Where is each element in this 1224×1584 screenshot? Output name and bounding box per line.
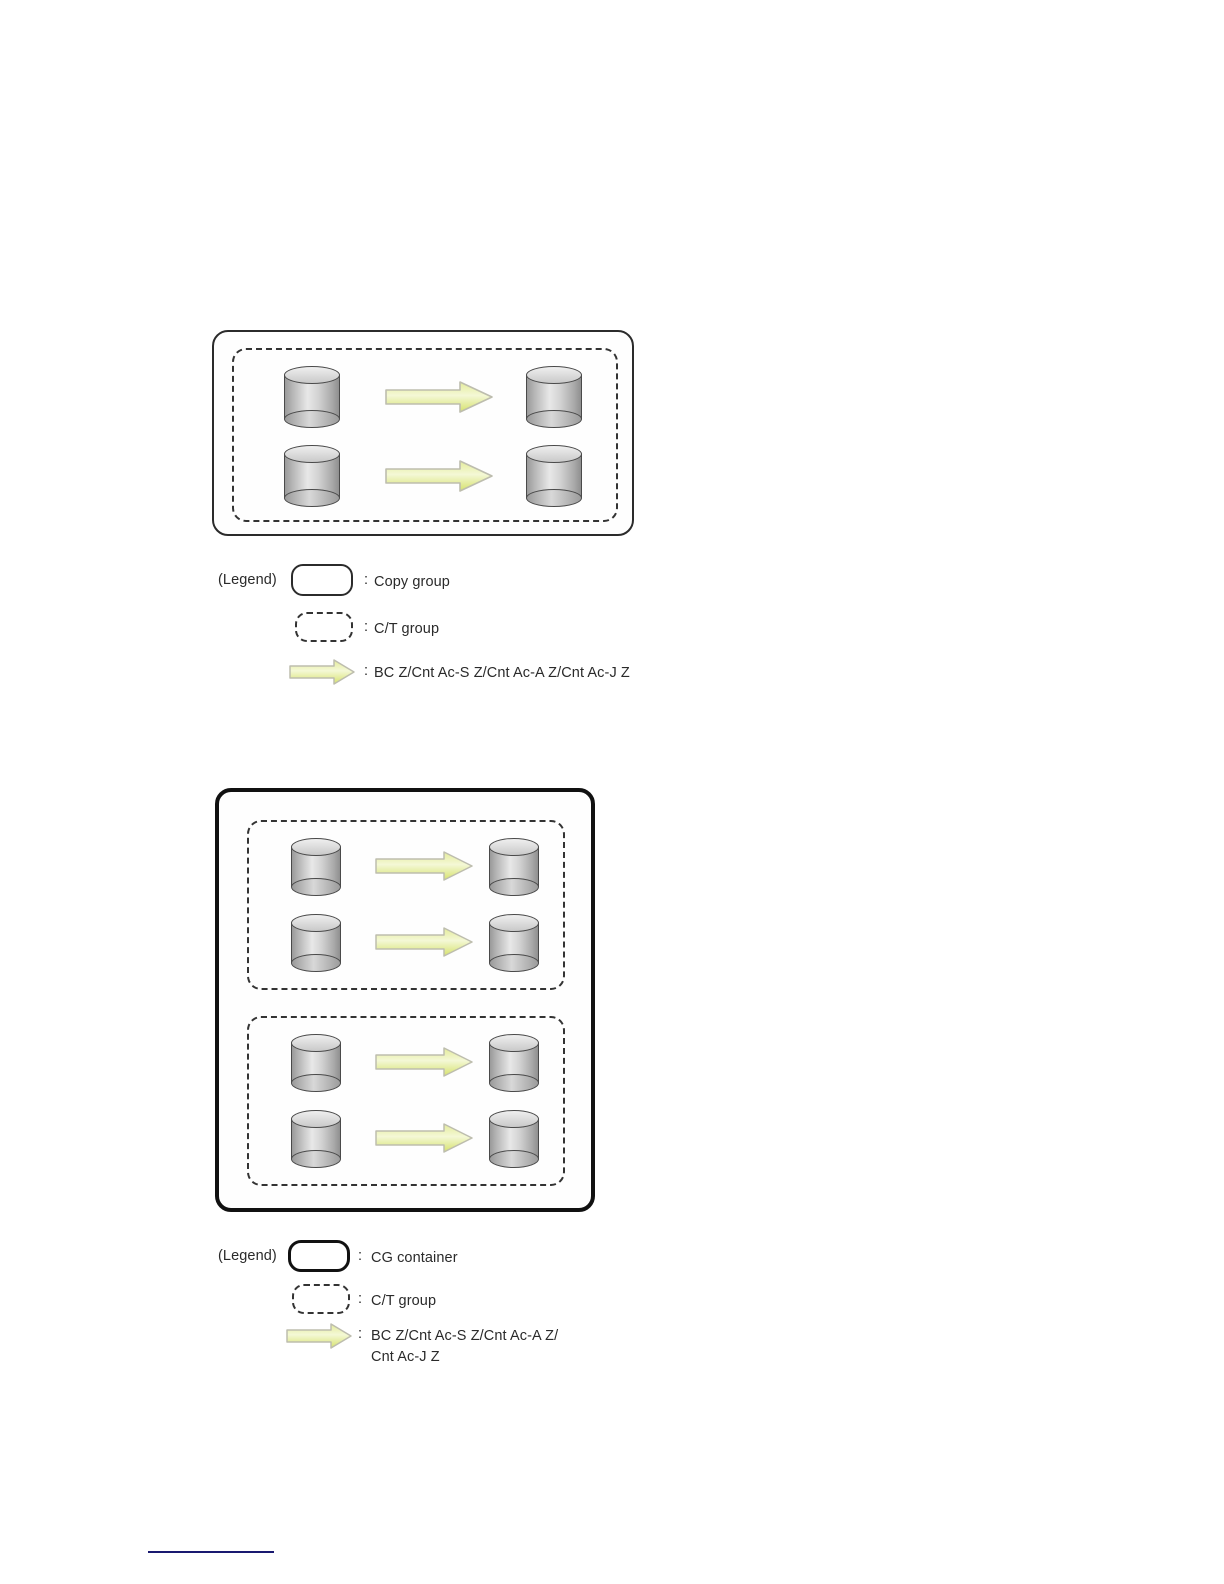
- block-arrow-right-icon: [374, 926, 474, 958]
- legend1-separator-1: :: [364, 619, 369, 635]
- legend2-swatch-cg-container: [288, 1240, 350, 1272]
- legend1-separator-0: :: [364, 572, 369, 588]
- database-cylinder-icon: [291, 1034, 341, 1092]
- footnote-separator-rule: [148, 1551, 274, 1553]
- legend2-swatch-ct-group: [292, 1284, 350, 1314]
- legend2-separator-0: :: [358, 1248, 363, 1264]
- database-cylinder-icon: [489, 1034, 539, 1092]
- figure2-ct-group-1: [247, 820, 565, 990]
- figure2-ct-group-2: [247, 1016, 565, 1186]
- database-cylinder-icon: [284, 366, 340, 428]
- figure1-copy-group-container: [212, 330, 634, 536]
- database-cylinder-icon: [526, 366, 582, 428]
- legend2-label-ct-group: C/T group: [371, 1293, 437, 1309]
- legend1-swatch-block-arrow-right-icon: [288, 658, 356, 686]
- legend2-label-cg-container: CG container: [371, 1250, 458, 1266]
- database-cylinder-icon: [489, 838, 539, 896]
- legend2-title: (Legend): [218, 1248, 277, 1264]
- block-arrow-right-icon: [384, 459, 494, 493]
- database-cylinder-icon: [291, 838, 341, 896]
- legend1-title: (Legend): [218, 572, 277, 588]
- figure2-cg-container: [215, 788, 595, 1212]
- database-cylinder-icon: [489, 1110, 539, 1168]
- block-arrow-right-icon: [374, 1046, 474, 1078]
- legend1-separator-2: :: [364, 663, 369, 679]
- legend1-label-bc-copy: BC Z/Cnt Ac-S Z/Cnt Ac-A Z/Cnt Ac-J Z: [374, 665, 630, 681]
- block-arrow-right-icon: [374, 850, 474, 882]
- legend2-separator-2: :: [358, 1326, 363, 1342]
- legend1-label-ct-group: C/T group: [374, 621, 440, 637]
- block-arrow-right-icon: [374, 1122, 474, 1154]
- database-cylinder-icon: [489, 914, 539, 972]
- legend2-label-bc-copy: BC Z/Cnt Ac-S Z/Cnt Ac-A Z/ Cnt Ac-J Z: [371, 1328, 559, 1366]
- legend2-separator-1: :: [358, 1291, 363, 1307]
- legend1-swatch-ct-group: [295, 612, 353, 642]
- figure1-ct-group: [232, 348, 618, 522]
- legend1-label-copy-group: Copy group: [374, 574, 450, 590]
- database-cylinder-icon: [291, 914, 341, 972]
- database-cylinder-icon: [284, 445, 340, 507]
- database-cylinder-icon: [526, 445, 582, 507]
- database-cylinder-icon: [291, 1110, 341, 1168]
- legend2-swatch-block-arrow-right-icon: [285, 1322, 353, 1350]
- legend1-swatch-copy-group: [291, 564, 353, 596]
- block-arrow-right-icon: [384, 380, 494, 414]
